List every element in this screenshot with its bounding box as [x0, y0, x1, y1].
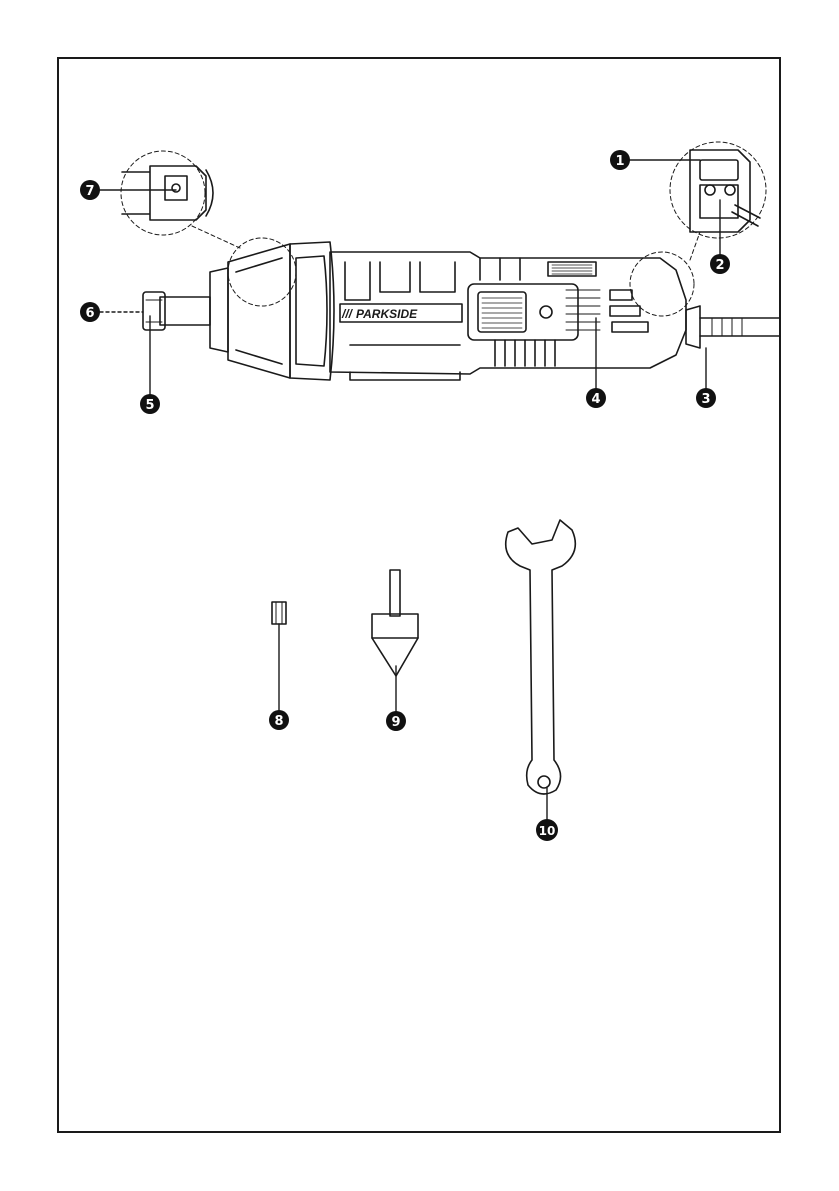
callout-9-label: 9 [391, 715, 400, 730]
callout-6: 6 [80, 302, 100, 322]
callout-2-label: 2 [715, 258, 724, 273]
collet-accessory [272, 602, 286, 624]
callout-5-label: 5 [145, 398, 154, 413]
spindle-lock-detail [122, 166, 213, 220]
detail-circles [121, 142, 766, 316]
callout-4: 4 [586, 388, 606, 408]
collet-sleeve [160, 297, 210, 325]
leader-lines [98, 160, 720, 828]
callout-8-label: 8 [274, 714, 283, 729]
callout-7: 7 [80, 180, 100, 200]
callout-1: 1 [610, 150, 630, 170]
tool-body [143, 242, 780, 380]
speed-knob [540, 306, 552, 318]
callout-7-label: 7 [85, 184, 94, 199]
detail-circle-right [670, 142, 766, 238]
callout-1-label: 1 [615, 154, 624, 169]
callout-8: 8 [269, 710, 289, 730]
cone-grinding-bit [372, 570, 418, 676]
detail-circle-left [121, 151, 205, 235]
callout-6-label: 6 [85, 306, 94, 321]
callout-9: 9 [386, 711, 406, 731]
callout-4-label: 4 [591, 392, 600, 407]
callout-3-label: 3 [701, 392, 710, 407]
front-housing [228, 244, 290, 378]
speed-regulator-detail [690, 150, 760, 232]
callout-10: 10 [536, 819, 558, 841]
open-end-wrench [506, 520, 576, 794]
nose-cone [210, 268, 228, 352]
callout-2: 2 [710, 254, 730, 274]
callout-10-label: 10 [539, 824, 556, 838]
brand-text: PARKSIDE [356, 307, 418, 321]
callout-3: 3 [696, 388, 716, 408]
callout-5: 5 [140, 394, 160, 414]
strain-relief [686, 306, 700, 348]
brand-slashes: /// [341, 307, 354, 321]
